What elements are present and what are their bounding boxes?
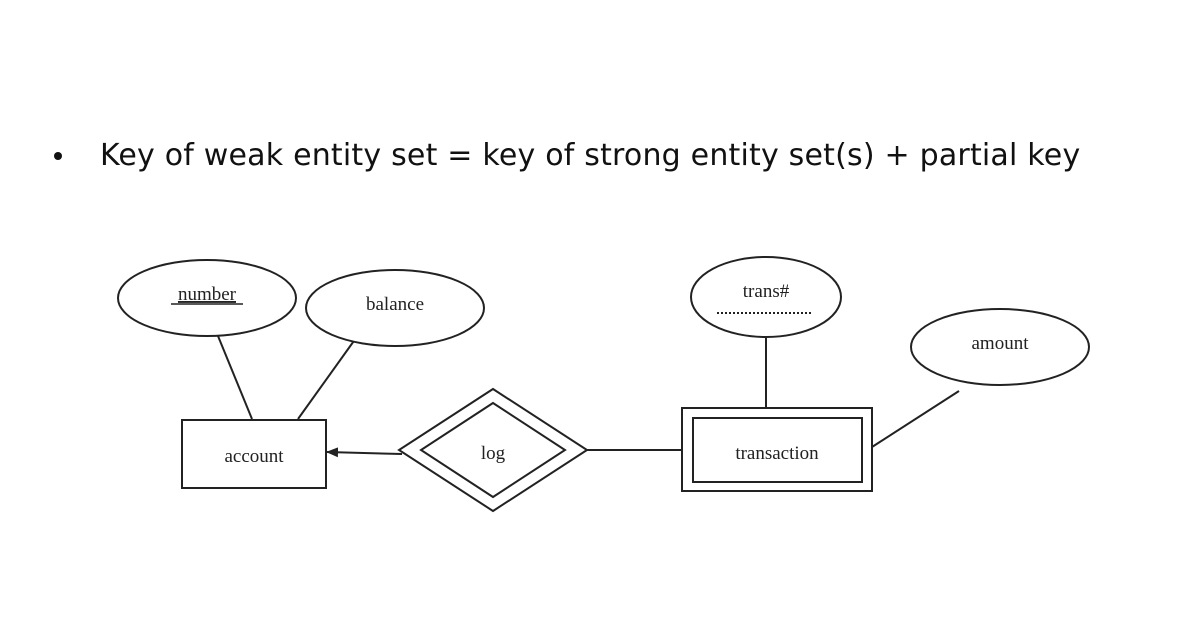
attribute-amount-label: amount [972,333,1030,354]
attribute-balance-label: balance [366,294,424,315]
bullet-icon [54,152,62,160]
attribute-trans-no-label: trans# [743,281,790,302]
entity-transaction: transaction [681,407,873,492]
attribute-number-label: number [178,284,237,305]
line-amount-transaction [871,390,960,448]
attribute-amount: amount [910,308,1090,386]
arrow-log-to-account [326,447,403,458]
attribute-balance: balance [305,269,485,347]
bullet-item: Key of weak entity set = key of strong e… [54,130,1080,180]
entity-account: account [181,419,327,489]
attribute-number: number [117,259,297,337]
attribute-trans-no: trans# [690,256,842,338]
relationship-log-label: log [481,443,506,464]
entity-transaction-label: transaction [735,443,819,464]
line-balance-account [297,337,357,420]
bullet-text: Key of weak entity set = key of strong e… [100,137,1081,173]
entity-account-label: account [224,446,284,467]
relationship-log: log [397,387,589,513]
line-number-account [217,335,253,420]
